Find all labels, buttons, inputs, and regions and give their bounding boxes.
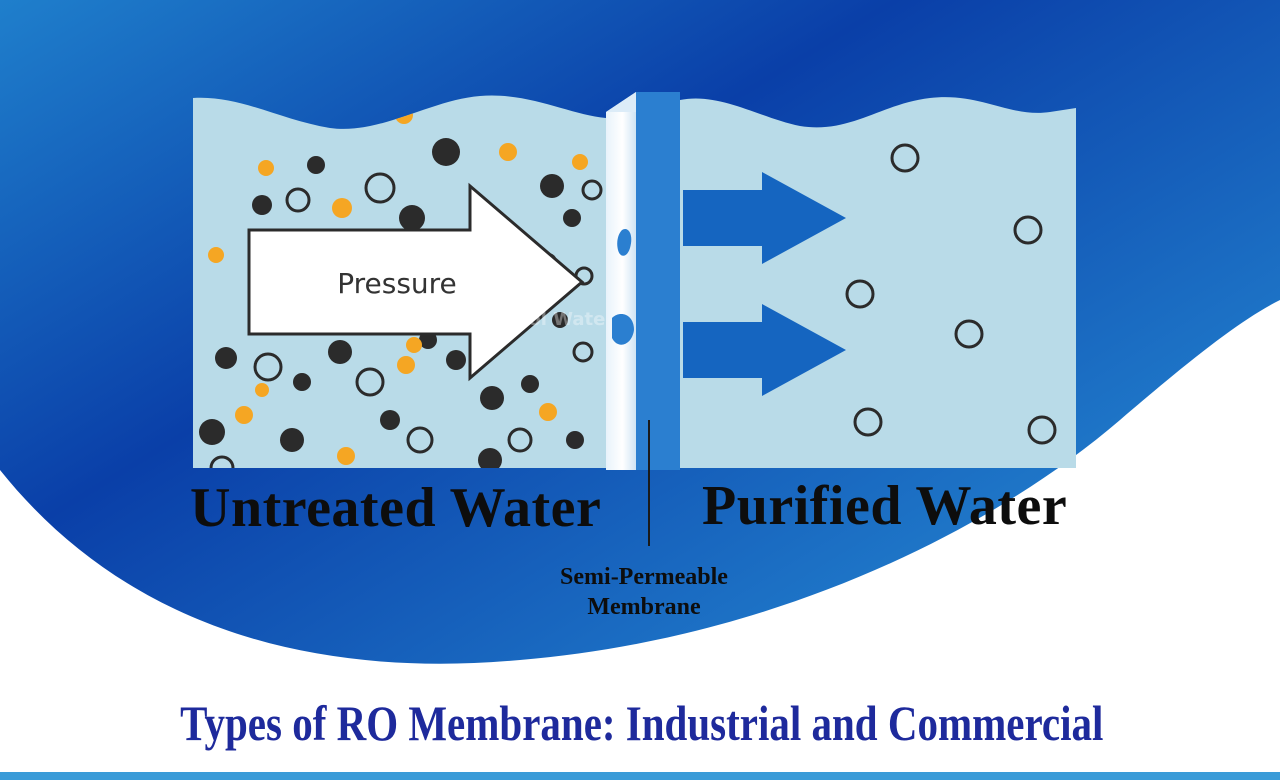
water-particle [208,247,224,263]
flow-arrow [683,304,846,396]
water-particle [397,356,415,374]
flow-arrow [683,172,846,264]
water-particle [572,154,588,170]
water-particle [364,172,396,204]
water-particle [280,428,304,452]
water-particle [293,373,311,391]
water-particle [539,403,557,421]
water-particle [954,319,984,349]
water-particle [521,375,539,393]
pressure-arrow-label: Pressure [337,267,457,300]
water-particle [552,312,568,328]
purified-particles [845,143,1057,445]
water-particle [432,138,460,166]
water-particle [235,406,253,424]
background-white-swoosh [0,300,1280,780]
water-particle [581,179,603,201]
water-particle [399,205,425,231]
bottom-frame [0,772,1280,780]
water-particle [355,367,385,397]
membrane-side [636,92,680,470]
water-particle [307,156,325,174]
page-title: Types of RO Membrane: Industrial and Com… [180,695,1104,751]
water-particle [406,426,434,454]
water-particle [480,386,504,410]
pressure-arrow [247,182,585,382]
water-particle [540,174,564,198]
water-particle [337,447,355,465]
water-particle [252,195,272,215]
water-particle [253,352,283,382]
water-particle [566,431,584,449]
water-particle [853,407,883,437]
membrane-label: Semi-Permeable Membrane [560,564,728,620]
water-particle [1013,215,1043,245]
water-particle [199,419,225,445]
water-particle [209,455,235,468]
purified-water-label: Purified Water [702,475,1068,537]
watermark: Netsol Water [482,309,615,330]
water-particle [478,448,502,468]
membrane-smudge [612,314,634,345]
water-particle [1027,415,1057,445]
water-particle [572,341,594,363]
untreated-water-label: Untreated Water [190,477,602,539]
water-particle [890,143,920,173]
water-particle [499,143,517,161]
membrane-smudge [617,228,632,256]
water-particle [446,350,466,370]
water-particle [380,410,400,430]
water-particle [255,383,269,397]
water-particle [332,198,352,218]
water-particle [285,187,311,213]
membrane-front [606,92,636,470]
water-particle [215,347,237,369]
water-particle [328,340,352,364]
water-particle [258,160,274,176]
water-particle [507,427,533,453]
water-particle [563,209,581,227]
water-particle [406,337,422,353]
water-particle [845,279,875,309]
